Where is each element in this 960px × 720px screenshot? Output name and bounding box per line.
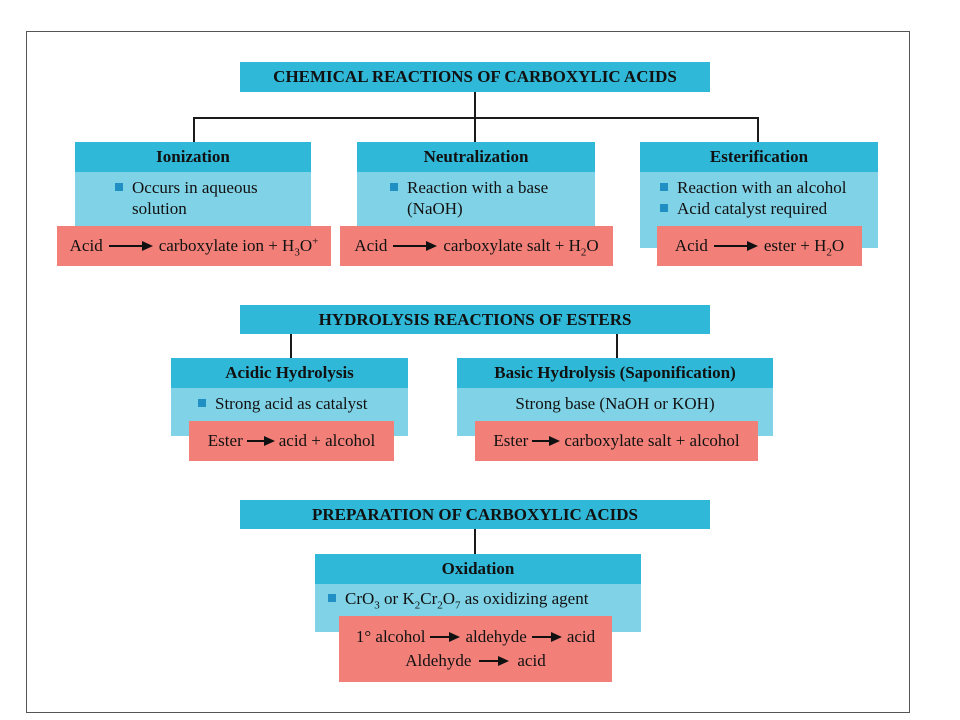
reactant: Aldehyde: [405, 651, 472, 670]
connector-line: [474, 91, 476, 118]
product: ester + H2O: [763, 236, 845, 259]
banner-hydrolysis: HYDROLYSIS REACTIONS OF ESTERS: [240, 305, 710, 334]
ionization-header: Ionization: [75, 142, 311, 172]
ionization-reaction: Acid carboxylate ion + H3O+: [57, 226, 331, 266]
basic-hydrolysis-reaction: Ester carboxylate salt + alcohol: [475, 421, 758, 461]
arrow-right-icon: [246, 436, 275, 446]
neutralization-header: Neutralization: [357, 142, 595, 172]
esterification-header: Esterification: [640, 142, 878, 172]
neutralization-bullet-text: Reaction with a base (NaOH): [407, 177, 548, 219]
neutralization-reaction: Acid carboxylate salt + H2O: [340, 226, 613, 266]
reactant: Ester: [207, 431, 243, 450]
connector-line: [193, 117, 195, 143]
bullet-text: Strong acid as catalyst: [215, 394, 368, 413]
product: acid + alcohol: [278, 431, 376, 450]
oxidation-reaction: 1° alcohol aldehyde acid Aldehyde acid: [339, 616, 612, 682]
bullet-icon: [660, 204, 668, 212]
bullet-text-line2: solution: [132, 199, 187, 218]
connector-line: [290, 333, 292, 359]
reactant: 1° alcohol: [355, 627, 426, 646]
arrow-right-icon: [430, 632, 461, 642]
bullet-text: Acid catalyst required: [677, 199, 828, 218]
product: acid: [566, 627, 596, 646]
arrow-right-icon: [479, 656, 510, 666]
oxidation-reaction-line2: Aldehyde acid: [405, 649, 545, 673]
acidic-hydrolysis-reaction: Ester acid + alcohol: [189, 421, 394, 461]
intermediate: aldehyde: [465, 627, 527, 646]
product: carboxylate salt + alcohol: [564, 431, 740, 450]
esterification-bullet: Acid catalyst required: [660, 198, 878, 219]
arrow-right-icon: [532, 436, 561, 446]
reactant: Acid: [674, 236, 708, 255]
bullet-icon: [198, 399, 206, 407]
reactant: Acid: [354, 236, 388, 255]
bullet-icon: [660, 183, 668, 191]
bullet-icon: [115, 183, 123, 191]
product: carboxylate salt + H2O: [443, 236, 599, 259]
bullet-text-line1: Occurs in aqueous: [132, 178, 258, 197]
product: carboxylate ion + H3O+: [158, 235, 319, 259]
arrow-right-icon: [713, 241, 758, 251]
banner-chemical-reactions: CHEMICAL REACTIONS OF CARBOXYLIC ACIDS: [240, 62, 710, 92]
ionization-bullet-text: Occurs in aqueous solution: [132, 177, 258, 219]
reactant: Ester: [493, 431, 529, 450]
oxidation-bullet: CrO3 or K2Cr2O7 as oxidizing agent: [328, 588, 641, 612]
reactant: Acid: [69, 236, 103, 255]
bullet-text-line1: Reaction with a base: [407, 178, 549, 197]
acidic-hydrolysis-bullet: Strong acid as catalyst: [198, 393, 408, 414]
banner-preparation: PREPARATION OF CARBOXYLIC ACIDS: [240, 500, 710, 529]
bullet-text-line2: (NaOH): [407, 199, 463, 218]
bullet-icon: [328, 594, 336, 602]
basic-hydrolysis-header: Basic Hydrolysis (Saponification): [457, 358, 773, 388]
basic-hydrolysis-text: Strong base (NaOH or KOH): [515, 394, 715, 413]
esterification-bullet: Reaction with an alcohol: [660, 177, 878, 198]
acidic-hydrolysis-header: Acidic Hydrolysis: [171, 358, 408, 388]
arrow-right-icon: [108, 241, 153, 251]
connector-line: [474, 117, 476, 143]
connector-line: [193, 117, 759, 119]
arrow-right-icon: [393, 241, 438, 251]
esterification-reaction: Acid ester + H2O: [657, 226, 862, 266]
ionization-bullet: Occurs in aqueous solution: [115, 177, 311, 219]
connector-line: [616, 333, 618, 359]
oxidation-reaction-line1: 1° alcohol aldehyde acid: [356, 625, 595, 649]
product: acid: [517, 651, 546, 670]
bullet-icon: [390, 183, 398, 191]
oxidation-bullet-text: CrO3 or K2Cr2O7 as oxidizing agent: [345, 589, 589, 612]
connector-line: [757, 117, 759, 143]
neutralization-bullet: Reaction with a base (NaOH): [390, 177, 595, 219]
connector-line: [474, 528, 476, 555]
bullet-text: Reaction with an alcohol: [677, 178, 847, 197]
arrow-right-icon: [531, 632, 562, 642]
oxidation-header: Oxidation: [315, 554, 641, 584]
